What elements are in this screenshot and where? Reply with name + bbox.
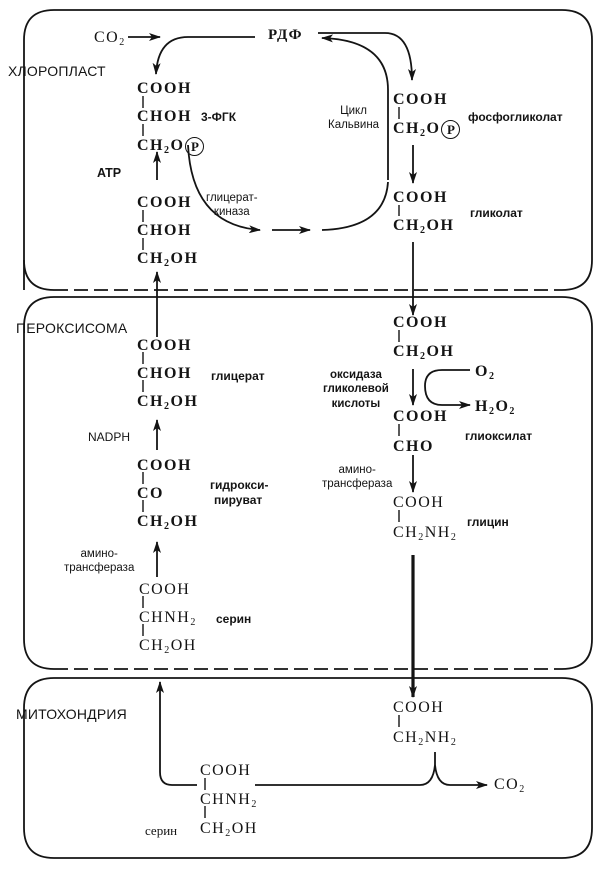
peroxisome-membrane <box>23 296 593 670</box>
o2-label: O2 <box>475 363 496 382</box>
calvin-cycle-return-arrow <box>321 34 389 180</box>
nadph-label: NADPH <box>88 430 131 444</box>
pga-name: 3-ФГК <box>201 110 237 124</box>
phosphate-icon: P <box>185 137 205 156</box>
chemical-bonds <box>142 96 400 818</box>
rdf-label: РДФ <box>268 27 304 43</box>
o2-to-h2o2-arrow <box>424 369 471 409</box>
chloroplast-membrane <box>23 9 593 291</box>
co2-input: CO2 <box>94 29 126 48</box>
glycerate-kinase-label: глицерат-киназа <box>206 192 258 219</box>
glyoxylate-name: глиоксилат <box>465 429 533 443</box>
glycine-decarboxylation-bracket <box>255 764 488 789</box>
glycine-name: глицин <box>467 515 509 529</box>
hydroxypyruvate-name: гидрокси-пируват <box>210 478 269 507</box>
co2-output: CO2 <box>494 776 526 795</box>
h2o2-label: H2O2 <box>475 398 516 417</box>
chloroplast-label: ХЛОРОПЛАСТ <box>8 63 106 79</box>
serine-name: серин <box>216 612 252 626</box>
serine-transport-arrow <box>156 681 197 786</box>
atp-label: ATP <box>97 166 122 180</box>
chloroplast-bottom-left-corner <box>23 259 55 291</box>
right-aminotransferase-label: амино-трансфераза <box>322 464 393 491</box>
glycolate-name: гликолат <box>470 206 523 220</box>
mitochondria-label: МИТОХОНДРИЯ <box>16 706 127 722</box>
calvin-cycle-entry-arrow <box>321 181 389 231</box>
glycerate-name: глицерат <box>211 369 265 383</box>
rdf-to-pga-arrow <box>152 36 255 75</box>
rdf-to-phosphoglycolate-arrow <box>318 32 416 81</box>
glycerate-kinase-arrow <box>187 144 261 234</box>
mitochondria-membrane <box>23 677 593 859</box>
phosphoglycolate-name: фосфогликолат <box>468 110 563 124</box>
left-aminotransferase-label: амино-трансфераза <box>64 548 135 575</box>
peroxisome-label: ПЕРОКСИСОМА <box>16 320 128 336</box>
mitochondria-serine-name: серин <box>145 823 178 838</box>
phosphate-icon: P <box>441 120 461 139</box>
